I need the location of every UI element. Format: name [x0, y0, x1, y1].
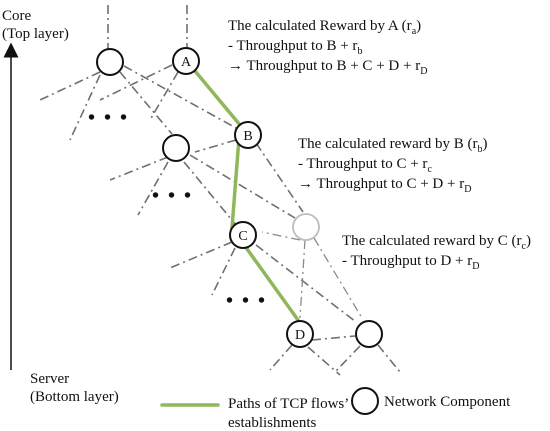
node-d-label: D — [295, 328, 305, 343]
link — [119, 71, 173, 135]
legend-network-component-icon — [351, 387, 379, 415]
link — [169, 241, 233, 269]
link — [194, 139, 237, 153]
server-label: Server — [30, 371, 69, 387]
link — [39, 71, 101, 101]
annotation-c-title: The calculated reward by C (rc) — [342, 233, 531, 252]
core-label: Core — [2, 8, 32, 24]
legend-path-label-line2: establishments — [228, 415, 316, 431]
bottom-layer-label: (Bottom layer) — [30, 389, 119, 405]
network-component-node — [355, 320, 383, 348]
annotation-a-line2: → Throughput to B + C + D + rD — [228, 58, 427, 77]
annotation-a-title: The calculated Reward by A (ra) — [228, 18, 421, 37]
network-component-node — [162, 134, 190, 162]
link — [109, 156, 169, 181]
link — [334, 345, 361, 373]
link — [269, 344, 293, 371]
annotation-b-title: The calculated reward by B (rb) — [298, 136, 488, 155]
annotation-b-line2: → Throughput to C + D + rD — [298, 176, 471, 195]
link — [123, 65, 237, 129]
link — [311, 335, 356, 341]
node-b — [234, 121, 262, 149]
annotation-a-line1: - Throughput to B + rb — [228, 38, 362, 57]
network-component-node — [96, 48, 124, 76]
link — [255, 142, 304, 213]
link — [299, 239, 306, 319]
annotation-b-line1: - Throughput to C + rc — [298, 156, 432, 175]
ellipsis-bottom: • • • — [226, 290, 267, 312]
faded-network-component-node — [292, 213, 320, 241]
link — [255, 244, 357, 323]
reward-annotation-b: The calculated reward by B (rb) - Throug… — [298, 136, 488, 195]
node-d — [286, 320, 314, 348]
link — [377, 344, 401, 373]
link — [69, 74, 101, 141]
link — [307, 346, 341, 376]
node-a-label: A — [181, 55, 192, 70]
node-c — [229, 221, 257, 249]
ellipsis-top: • • • — [88, 107, 129, 129]
legend-component-label: Network Component — [384, 394, 511, 410]
legend-path-label-line1: Paths of TCP flows’ — [228, 396, 349, 412]
ellipsis-middle: • • • — [152, 185, 193, 207]
link — [261, 231, 301, 241]
link — [99, 64, 173, 101]
link — [313, 237, 363, 319]
top-layer-label: (Top layer) — [2, 26, 69, 42]
node-c-label: C — [238, 229, 247, 244]
node-a — [172, 47, 200, 75]
link — [211, 247, 236, 296]
link — [189, 154, 296, 219]
link — [183, 161, 237, 226]
network-nodes: A B C D — [96, 47, 383, 348]
tcp-flow-path — [193, 69, 300, 322]
network-links — [39, 5, 401, 376]
link — [149, 71, 179, 121]
legend: Paths of TCP flows’ establishments Netwo… — [160, 387, 511, 431]
node-b-label: B — [243, 129, 252, 144]
annotation-c-line1: - Throughput to D + rD — [342, 253, 480, 272]
reward-annotation-c: The calculated reward by C (rc) - Throug… — [342, 233, 531, 272]
reward-annotation-a: The calculated Reward by A (ra) - Throug… — [228, 18, 427, 77]
